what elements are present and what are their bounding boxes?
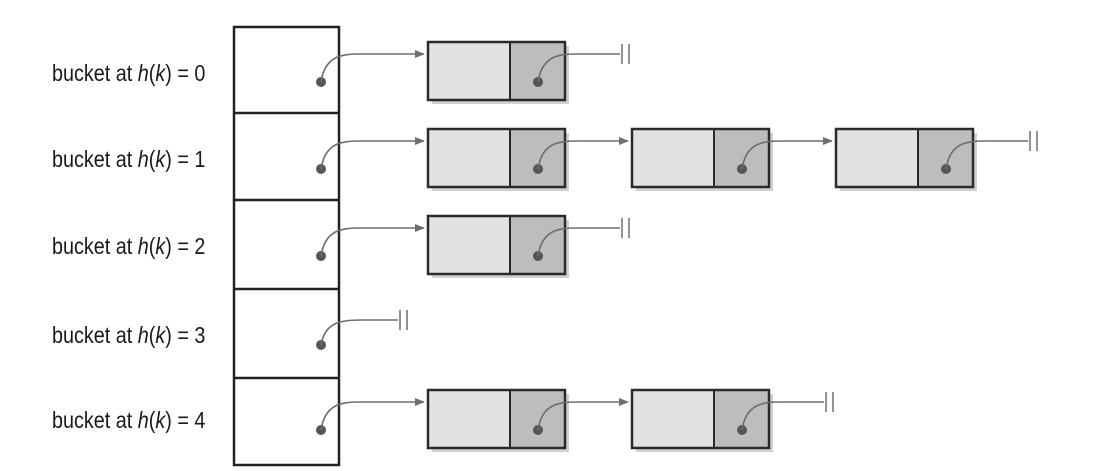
equals-sign: = <box>171 60 195 86</box>
key-symbol: k <box>155 233 166 259</box>
bucket-index: 2 <box>194 233 206 259</box>
bucket-pointer-arrow <box>320 137 425 170</box>
bucket-index: 3 <box>194 322 206 348</box>
paren-open: ( <box>148 60 156 86</box>
list-node <box>426 388 569 452</box>
list-node <box>630 388 773 452</box>
list-node <box>834 127 977 191</box>
paren-close: ) <box>165 233 172 259</box>
equals-sign: = <box>171 233 195 259</box>
list-node <box>630 127 773 191</box>
node-data-cell <box>428 216 510 274</box>
null-terminator-icon <box>621 218 630 238</box>
null-pointer-line <box>537 53 620 83</box>
key-symbol: k <box>155 407 166 433</box>
paren-close: ) <box>165 322 172 348</box>
bucket-pointer-arrow <box>320 398 425 431</box>
bucket-label-4: bucket at h(k) = 4 <box>52 405 205 435</box>
bucket-index: 0 <box>194 60 206 86</box>
bucket-label-prefix: bucket at <box>52 407 138 433</box>
node-next-cell <box>714 390 769 448</box>
node-border <box>426 127 567 189</box>
null-pointer-line <box>537 227 620 257</box>
node-border <box>426 214 567 276</box>
node-next-cell <box>714 129 769 187</box>
node-data-cell <box>428 390 510 448</box>
null-pointer-line <box>741 401 824 431</box>
node-data-cell <box>428 42 510 100</box>
paren-open: ( <box>148 233 156 259</box>
node-border <box>630 388 771 450</box>
equals-sign: = <box>171 146 195 172</box>
node-next-cell <box>510 42 565 100</box>
list-node <box>426 214 569 278</box>
key-symbol: k <box>155 322 166 348</box>
hash-function-symbol: h <box>137 233 149 259</box>
node-next-cell <box>918 129 973 187</box>
bucket-label-prefix: bucket at <box>52 233 138 259</box>
null-terminator-icon <box>399 310 408 330</box>
paren-open: ( <box>148 146 156 172</box>
hash-function-symbol: h <box>137 146 149 172</box>
key-symbol: k <box>155 60 166 86</box>
node-data-cell <box>632 129 714 187</box>
node-data-cell <box>836 129 918 187</box>
equals-sign: = <box>171 322 195 348</box>
paren-open: ( <box>148 407 156 433</box>
bucket-pointer-arrow <box>320 50 425 83</box>
null-terminator-icon <box>825 392 834 412</box>
bucket-pointer-arrow <box>320 224 425 257</box>
hash-function-symbol: h <box>137 407 149 433</box>
next-pointer-arrow <box>537 398 629 431</box>
bucket-index: 1 <box>194 146 206 172</box>
list-node <box>426 40 569 104</box>
list-node <box>426 127 569 191</box>
node-data-cell <box>632 390 714 448</box>
hash-function-symbol: h <box>137 322 149 348</box>
paren-close: ) <box>165 146 172 172</box>
hash-function-symbol: h <box>137 60 149 86</box>
node-next-cell <box>510 390 565 448</box>
equals-sign: = <box>171 407 195 433</box>
node-border <box>426 388 567 450</box>
node-border <box>426 40 567 102</box>
next-pointer-arrow <box>537 137 629 170</box>
bucket-label-1: bucket at h(k) = 1 <box>52 144 205 174</box>
bucket-label-2: bucket at h(k) = 2 <box>52 231 205 261</box>
bucket-label-0: bucket at h(k) = 0 <box>52 58 205 88</box>
paren-close: ) <box>165 407 172 433</box>
node-border <box>834 127 975 189</box>
bucket-label-3: bucket at h(k) = 3 <box>52 320 205 350</box>
next-pointer-arrow <box>741 137 833 170</box>
paren-close: ) <box>165 60 172 86</box>
bucket-label-prefix: bucket at <box>52 60 138 86</box>
bucket-label-prefix: bucket at <box>52 146 138 172</box>
node-next-cell <box>510 216 565 274</box>
bucket-label-prefix: bucket at <box>52 322 138 348</box>
null-pointer-line <box>320 319 398 346</box>
key-symbol: k <box>155 146 166 172</box>
null-pointer-line <box>945 140 1028 170</box>
node-next-cell <box>510 129 565 187</box>
node-data-cell <box>428 129 510 187</box>
null-terminator-icon <box>621 44 630 64</box>
paren-open: ( <box>148 322 156 348</box>
bucket-array <box>232 25 341 467</box>
node-border <box>630 127 771 189</box>
null-terminator-icon <box>1029 131 1038 151</box>
bucket-index: 4 <box>194 407 206 433</box>
